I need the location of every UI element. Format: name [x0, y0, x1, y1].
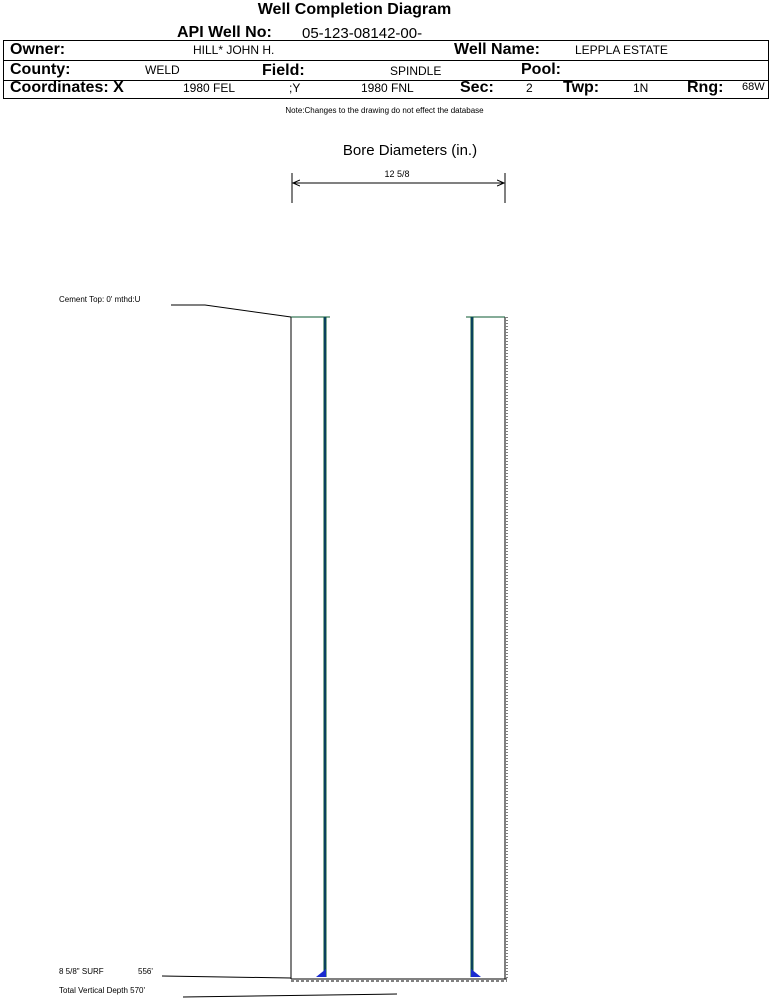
well-name-value: LEPPLA ESTATE: [575, 43, 668, 57]
coordinates-label: Coordinates: X: [10, 79, 124, 96]
twp-value: 1N: [633, 81, 649, 95]
casing-depth-label: 556': [138, 967, 153, 976]
header-row-divider: [3, 80, 769, 81]
header-row-divider: [3, 60, 769, 61]
sec-label: Sec:: [460, 79, 494, 96]
cement-top-leader: [171, 304, 292, 318]
casing-shoe-right: [471, 969, 481, 977]
total-depth-label: Total Vertical Depth 570': [59, 986, 145, 995]
twp-label: Twp:: [563, 79, 600, 96]
bore-diameter-label: 12 5/8: [384, 169, 409, 179]
pool-label: Pool:: [521, 61, 561, 78]
bore-diameters-title: Bore Diameters (in.): [342, 142, 478, 159]
owner-label: Owner:: [10, 41, 66, 58]
coordinate-y-label: ;Y: [289, 81, 301, 95]
cement-top-label: Cement Top: 0' mthd:U: [59, 295, 141, 304]
api-value: 05-123-08142-00-: [302, 25, 423, 42]
coordinate-x-value: 1980 FEL: [183, 81, 236, 95]
field-value: SPINDLE: [390, 64, 442, 78]
casing-depth-leader: [161, 975, 292, 979]
casing-shoe-left: [316, 969, 326, 977]
header-top-border: [3, 40, 769, 41]
database-note: Note:Changes to the drawing do not effec…: [285, 106, 484, 115]
county-label: County:: [10, 61, 71, 78]
sec-value: 2: [526, 81, 533, 95]
county-value: WELD: [145, 63, 180, 77]
coordinate-y-value: 1980 FNL: [361, 81, 414, 95]
well-name-label: Well Name:: [454, 41, 540, 58]
owner-value: HILL* JOHN H.: [193, 43, 275, 57]
field-label: Field:: [262, 62, 305, 79]
header-left-border: [3, 40, 4, 98]
rng-value: 68W: [742, 81, 765, 93]
rng-label: Rng:: [687, 79, 724, 96]
header-bottom-border: [3, 98, 769, 99]
diagram-title: Well Completion Diagram: [257, 1, 452, 18]
casing-label: 8 5/8" SURF: [59, 967, 104, 976]
api-label: API Well No:: [177, 24, 272, 41]
total-depth-leader: [182, 993, 398, 998]
